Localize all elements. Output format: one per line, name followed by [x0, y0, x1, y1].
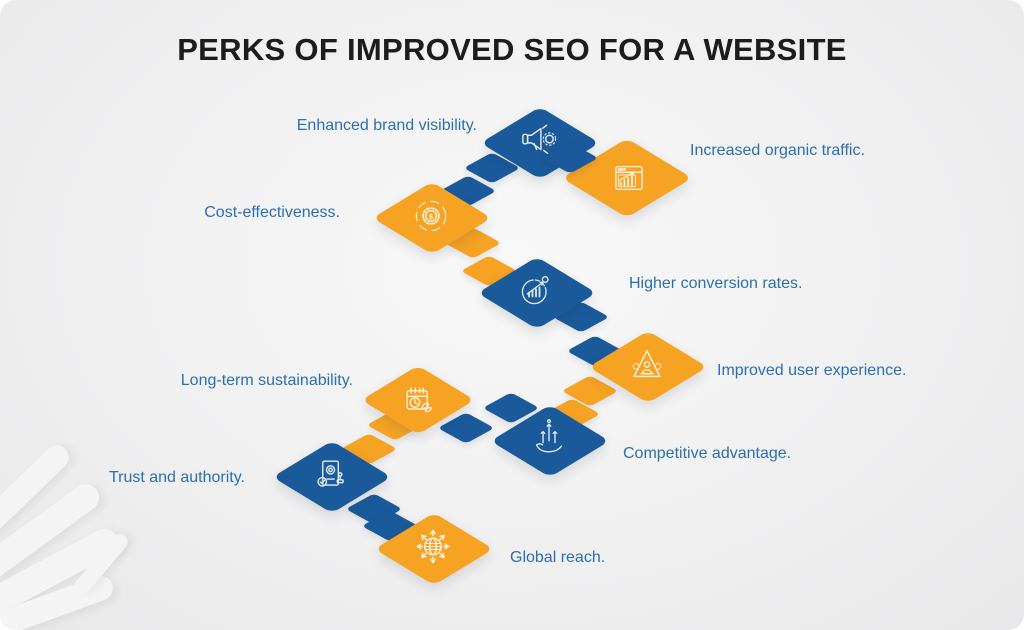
gear-dollar-icon: $ [408, 194, 454, 238]
growth-chart-circle-icon [514, 269, 558, 311]
label-enhanced-brand-visibility: Enhanced brand visibility. [296, 117, 477, 134]
label-cost-effectiveness: Cost-effectiveness. [204, 204, 340, 221]
page-title: PERKS OF IMPROVED SEO FOR A WEBSITE [177, 32, 847, 67]
calendar-clock-leaf-icon [397, 379, 439, 419]
megaphone-icon [516, 121, 562, 159]
user-pyramid-icon [625, 343, 669, 385]
label-increased-organic-traffic: Increased organic traffic. [690, 142, 865, 159]
label-global-reach: Global reach. [510, 549, 606, 566]
browser-analytics-icon [607, 157, 651, 199]
svg-text:$: $ [428, 212, 433, 221]
globe-arrows-icon [410, 523, 456, 569]
label-competitive-advantage: Competitive advantage. [623, 445, 792, 462]
hand-arrows-up-icon [527, 416, 571, 460]
label-higher-conversion-rates: Higher conversion rates. [629, 275, 803, 292]
label-long-term-sustainability: Long-term sustainability. [180, 372, 353, 389]
label-trust-and-authority: Trust and authority. [108, 469, 245, 486]
certificate-stamp-icon [309, 453, 353, 495]
label-improved-user-experience: Improved user experience. [717, 362, 907, 379]
